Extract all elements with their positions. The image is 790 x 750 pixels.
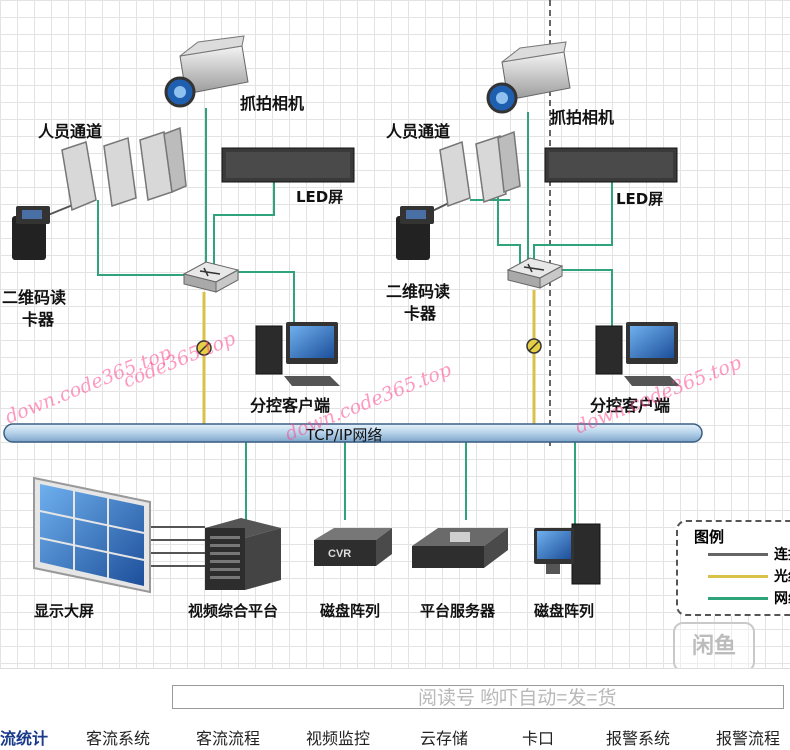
label-led-right: LED屏 xyxy=(616,190,664,208)
cvr-disk-array-icon: CVR xyxy=(314,528,392,566)
legend-swatch-link xyxy=(708,553,768,556)
platform-server-icon xyxy=(412,528,508,568)
tcp-ip-bus xyxy=(3,423,703,443)
label-reader-right-2: 卡器 xyxy=(404,304,437,323)
switch-icon xyxy=(506,257,564,289)
camera-icon xyxy=(164,35,249,108)
tab-alarm-flow[interactable]: 报警流程 xyxy=(716,731,781,748)
label-reader-right-1: 二维码读 xyxy=(386,282,451,301)
fiber-connectors xyxy=(196,338,542,356)
legend-item-fiber: 光纤 xyxy=(708,566,790,586)
label-disk-array-right: 磁盘阵列 xyxy=(534,602,595,620)
legend-label-fiber: 光纤 xyxy=(774,569,790,585)
camera-icon xyxy=(486,41,571,114)
legend-item-network: 网线 xyxy=(708,588,790,608)
tab-flow-stats[interactable]: 流统计 xyxy=(0,731,49,748)
label-network: TCP/IP网络 xyxy=(306,426,383,444)
tab-checkpoint[interactable]: 卡口 xyxy=(522,731,555,748)
qr-reader-icon xyxy=(12,206,50,260)
legend: 图例 连接 光纤 网线 xyxy=(676,520,790,616)
turnstile-icon xyxy=(439,130,521,208)
label-video-platform: 视频综合平台 xyxy=(188,602,279,620)
legend-label-link: 连接 xyxy=(774,547,790,563)
video-platform-icon xyxy=(205,518,281,590)
label-client-right: 分控客户端 xyxy=(590,396,671,415)
cvr-text: CVR xyxy=(328,548,351,560)
label-disk-array-left: 磁盘阵列 xyxy=(320,602,381,620)
legend-swatch-network xyxy=(708,597,768,600)
label-reader-left-1: 二维码读 xyxy=(2,288,67,307)
fiber-links xyxy=(202,290,536,425)
disk-array-pc-icon xyxy=(534,523,601,585)
legend-swatch-fiber xyxy=(708,575,768,578)
label-camera-right: 抓拍相机 xyxy=(550,108,615,127)
topology-diagram: CVR xyxy=(3,0,703,594)
tab-passenger-flow[interactable]: 客流流程 xyxy=(196,731,261,748)
client-pc-icon xyxy=(595,322,680,386)
tab-alarm-system[interactable]: 报警系统 xyxy=(606,731,671,748)
logo-watermark: 闲鱼 xyxy=(673,622,755,672)
label-client-left: 分控客户端 xyxy=(250,396,331,415)
label-camera-left: 抓拍相机 xyxy=(240,94,305,113)
switch-icon xyxy=(182,261,240,293)
tab-cloud-storage[interactable]: 云存储 xyxy=(420,731,469,748)
tab-video-monitoring[interactable]: 视频监控 xyxy=(306,731,371,748)
label-led-left: LED屏 xyxy=(296,188,344,206)
legend-item-link: 连接 xyxy=(708,544,790,564)
legend-title: 图例 xyxy=(694,528,725,546)
client-pc-icon xyxy=(255,322,340,386)
diagram-canvas: CVR 抓拍相机 抓拍相机 人员通道 人员通道 LED屏 LED屏 二维码读 卡… xyxy=(0,0,790,668)
legend-label-network: 网线 xyxy=(774,591,790,607)
label-platform-server: 平台服务器 xyxy=(420,602,496,620)
video-wall-icon xyxy=(33,476,151,594)
tab-passenger-system[interactable]: 客流系统 xyxy=(86,731,151,748)
bottom-bar: 阅读号 哟吓自动=发=货 流统计 客流系统 客流流程 视频监控 云存储 卡口 报… xyxy=(0,668,790,750)
label-reader-left-2: 卡器 xyxy=(22,310,55,329)
qr-reader-icon xyxy=(396,206,434,260)
address-overlay-text: 阅读号 哟吓自动=发=货 xyxy=(418,688,617,709)
label-gate-left: 人员通道 xyxy=(38,122,103,141)
address-bar[interactable] xyxy=(172,685,784,709)
label-video-wall: 显示大屏 xyxy=(34,602,95,620)
label-gate-right: 人员通道 xyxy=(386,122,451,141)
network-links-left xyxy=(97,108,576,525)
turnstile-icon xyxy=(61,126,187,212)
